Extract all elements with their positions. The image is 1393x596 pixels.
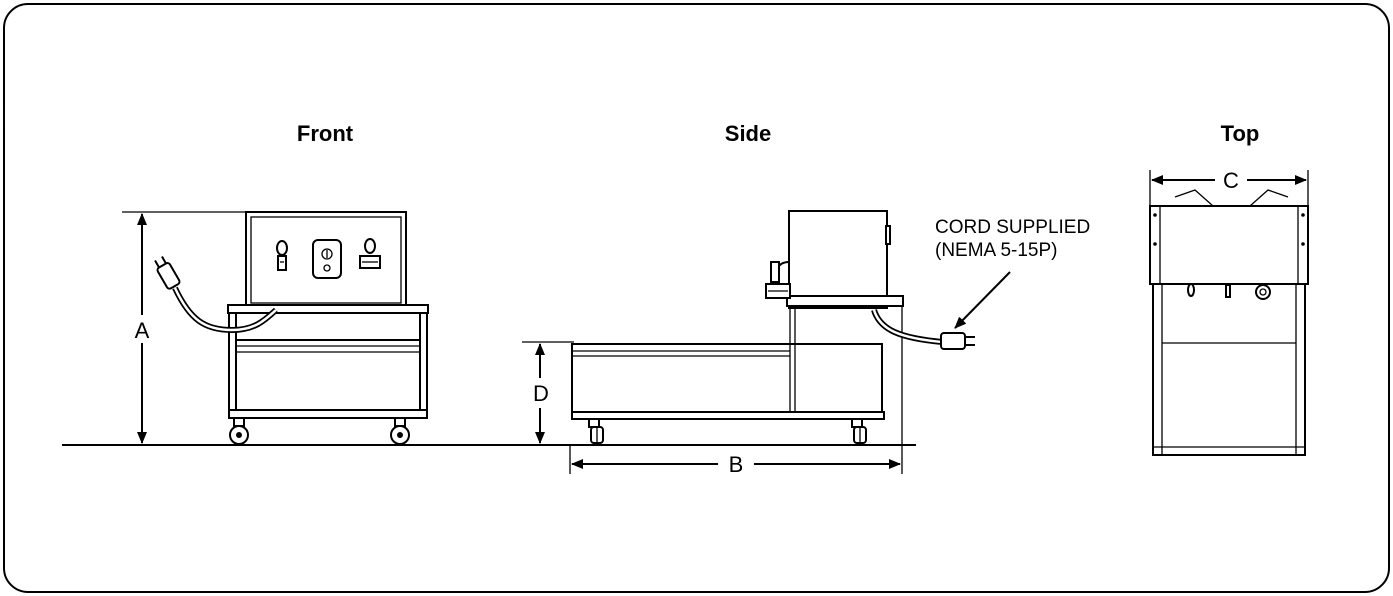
top-upper-housing (1149, 205, 1309, 285)
front-right-leg (419, 312, 428, 419)
top-center-fitting-icon (1225, 284, 1231, 298)
side-tank-body (571, 343, 883, 413)
cord-note-line-2: (NEMA 5-15P) (935, 240, 1057, 261)
cord-note-line-1: CORD SUPPLIED (935, 217, 1090, 238)
front-right-switch-icon (359, 238, 381, 269)
side-right-caster-icon (851, 418, 867, 444)
dimension-a-label: A (135, 318, 150, 343)
top-view-title: Top (1221, 121, 1260, 146)
top-right-fitting-icon (1255, 284, 1271, 300)
front-left-caster-icon (229, 417, 249, 445)
dimension-c-label: C (1223, 168, 1239, 193)
front-left-switch-icon (276, 240, 288, 271)
dimension-c-label-gap (1215, 166, 1247, 192)
side-view-title: Side (725, 121, 771, 146)
side-power-plug-icon (940, 332, 975, 350)
side-view-drawing: D B (522, 210, 1011, 478)
side-upper-ledge (786, 295, 904, 307)
dimension-b-label-gap (718, 450, 754, 478)
front-center-gauge-icon (312, 239, 342, 279)
top-lower-tank (1152, 283, 1306, 456)
cord-note-leader-arrow (954, 271, 1011, 329)
front-view-drawing: A (122, 211, 429, 445)
front-right-caster-icon (390, 417, 410, 445)
dimension-a-label-gap (128, 315, 156, 343)
dimension-d-label: D (533, 381, 549, 406)
side-faucet-icon (765, 261, 791, 299)
dimension-b-label: B (729, 452, 744, 477)
side-base-rail (571, 411, 885, 420)
front-cabinet-inner-panel (250, 216, 402, 304)
front-base-rail (228, 409, 428, 419)
front-tank-body (235, 339, 421, 411)
front-power-plug-icon (154, 256, 181, 290)
top-view-drawing: C (1149, 166, 1309, 456)
side-upper-unit (788, 210, 888, 309)
dimension-d-label-gap (528, 378, 554, 408)
side-left-caster-icon (588, 418, 604, 444)
front-view-title: Front (297, 121, 354, 146)
top-left-fitting-icon (1187, 283, 1195, 297)
front-counter-top (227, 304, 429, 314)
